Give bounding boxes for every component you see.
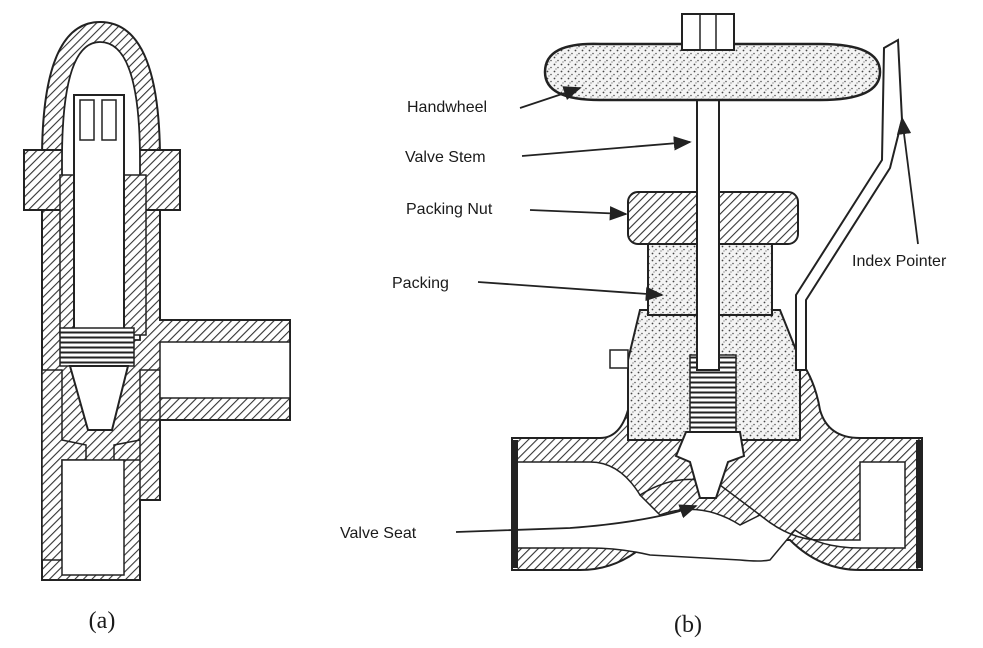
side-port-a <box>159 341 291 399</box>
caption-b: (b) <box>674 612 702 638</box>
leader-index-pointer <box>896 116 919 245</box>
leader-handwheel <box>519 86 582 109</box>
label-valve-stem: Valve Stem <box>405 149 486 166</box>
valve-disc <box>674 431 746 499</box>
flange-right <box>916 440 922 568</box>
needle-a <box>68 365 130 431</box>
caption-a: (a) <box>89 608 116 634</box>
leader-valve-seat <box>455 504 698 533</box>
bottom-port-a <box>61 459 125 576</box>
hub-nut <box>681 13 735 51</box>
flange-left <box>512 440 518 568</box>
panel-b-globe-valve: Handwheel Valve Stem Packing Nut Packing… <box>340 13 947 638</box>
panel-a-angle-valve: (a) <box>23 20 291 634</box>
leader-packing <box>477 281 664 302</box>
label-index-pointer: Index Pointer <box>852 253 947 270</box>
label-handwheel: Handwheel <box>407 99 487 116</box>
label-packing: Packing <box>392 275 449 292</box>
side-tab <box>609 349 629 369</box>
handwheel <box>543 42 882 102</box>
label-packing-nut: Packing Nut <box>406 201 493 218</box>
stem-thread-a <box>59 327 135 367</box>
label-valve-seat: Valve Seat <box>340 525 417 542</box>
stem-slot-left <box>79 99 95 141</box>
stem-slot-right <box>101 99 117 141</box>
leader-valve-stem <box>521 136 692 157</box>
leader-packing-nut <box>529 206 628 221</box>
index-pointer <box>795 38 904 371</box>
